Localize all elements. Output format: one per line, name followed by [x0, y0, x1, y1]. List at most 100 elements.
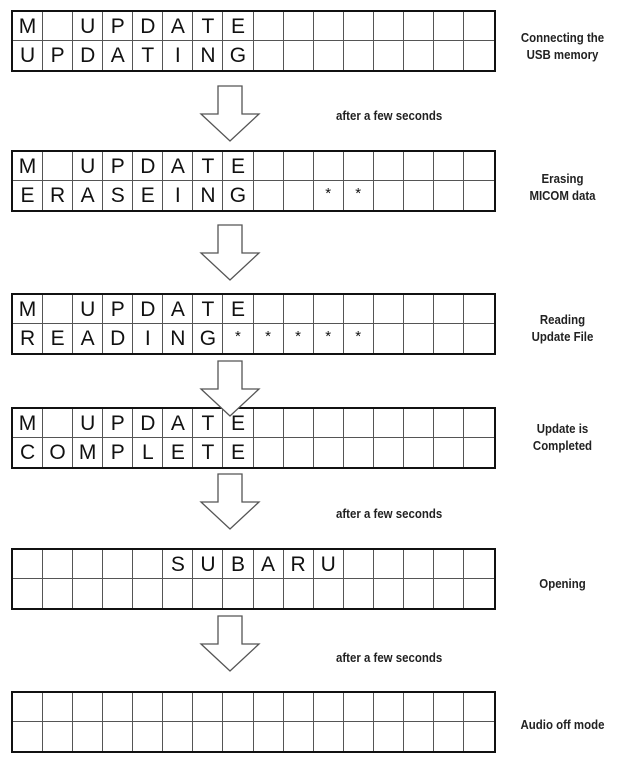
lcd-cell: [463, 12, 494, 41]
lcd-cell: A: [163, 295, 194, 324]
screen-description-line: Erasing: [541, 171, 584, 186]
lcd-cell: U: [193, 550, 224, 579]
down-arrow-icon: [199, 224, 261, 281]
lcd-cell: E: [163, 438, 194, 467]
screen-description-line: Update is: [536, 421, 589, 436]
lcd-cell: A: [163, 152, 194, 181]
lcd-cell: A: [103, 41, 134, 70]
lcd-cell: [313, 693, 344, 722]
lcd-cell: D: [73, 41, 104, 70]
lcd-cell: [373, 12, 404, 41]
lcd-cell: [73, 579, 104, 608]
lcd-cell: S: [163, 550, 194, 579]
lcd-cell: T: [193, 409, 224, 438]
lcd-cell: [283, 693, 314, 722]
down-arrow-icon: [199, 360, 261, 417]
lcd-cell: [133, 693, 164, 722]
lcd-cell: [433, 12, 464, 41]
lcd-cell: [434, 41, 464, 70]
lcd-cell: [163, 579, 194, 608]
lcd-cell: P: [103, 12, 134, 41]
lcd-cell: [223, 693, 254, 722]
lcd-cell: [43, 409, 74, 438]
lcd-cell: T: [133, 41, 164, 70]
lcd-cell: [254, 579, 284, 608]
down-arrow-icon: [199, 473, 261, 530]
lcd-cell: [374, 722, 404, 751]
lcd-cell: [313, 152, 344, 181]
lcd-cell: D: [133, 409, 164, 438]
lcd-cell: [374, 181, 404, 210]
lcd-cell: I: [133, 324, 164, 353]
lcd-cell: *: [344, 181, 374, 210]
lcd-cell: [73, 722, 104, 751]
lcd-cell: D: [133, 12, 164, 41]
lcd-cell: [314, 438, 344, 467]
lcd-cell: E: [223, 152, 254, 181]
lcd-cell: [253, 152, 284, 181]
lcd-cell: *: [314, 324, 344, 353]
lcd-cell: U: [73, 12, 104, 41]
lcd-cell: [13, 579, 44, 608]
lcd-cell: [463, 693, 494, 722]
lcd-cell: A: [163, 12, 194, 41]
lcd-cell: [43, 550, 74, 579]
lcd-cell: [283, 12, 314, 41]
lcd-cell: B: [223, 550, 254, 579]
lcd-cell: A: [163, 409, 194, 438]
lcd-cell: [463, 152, 494, 181]
lcd-cell: [433, 550, 464, 579]
lcd-cell: [223, 722, 254, 751]
lcd-cell: [403, 12, 434, 41]
lcd-cell: *: [344, 324, 374, 353]
lcd-cell: M: [13, 152, 44, 181]
lcd-cell: [43, 722, 74, 751]
lcd-cell: [314, 722, 344, 751]
lcd-cell: [343, 295, 374, 324]
lcd-cell: [133, 579, 164, 608]
lcd-cell: [373, 152, 404, 181]
lcd-cell: R: [283, 550, 314, 579]
lcd-cell: N: [193, 181, 224, 210]
lcd-cell: [404, 722, 434, 751]
transition-note: after a few seconds: [336, 506, 443, 521]
lcd-cell: [433, 409, 464, 438]
lcd-cell: U: [73, 409, 104, 438]
screen-description-line: Audio off mode: [520, 717, 605, 732]
lcd-cell: [284, 41, 314, 70]
lcd-cell: [464, 579, 494, 608]
lcd-cell: [313, 12, 344, 41]
lcd-cell: [284, 722, 314, 751]
lcd-cell: R: [43, 181, 74, 210]
lcd-cell: U: [73, 295, 104, 324]
lcd-cell: T: [193, 152, 224, 181]
lcd-cell: P: [103, 295, 134, 324]
lcd-cell: M: [13, 295, 44, 324]
lcd-cell: [403, 152, 434, 181]
lcd-cell: E: [223, 12, 254, 41]
lcd-cell: M: [13, 12, 44, 41]
lcd-cell: *: [223, 324, 254, 353]
lcd-cell: [344, 722, 374, 751]
lcd-cell: T: [193, 295, 224, 324]
lcd-cell: [283, 295, 314, 324]
lcd-cell: *: [254, 324, 284, 353]
lcd-cell: U: [313, 550, 344, 579]
lcd-cell: G: [223, 41, 254, 70]
lcd-cell: [463, 550, 494, 579]
lcd-cell: [284, 579, 314, 608]
screen-description-line: Reading: [539, 312, 586, 327]
lcd-cell: [163, 722, 194, 751]
lcd-cell: O: [43, 438, 74, 467]
lcd-cell: [103, 579, 134, 608]
lcd-cell: [463, 295, 494, 324]
lcd-cell: [343, 12, 374, 41]
screen-description-line: Opening: [539, 576, 586, 591]
lcd-cell: [223, 579, 254, 608]
lcd-cell: P: [43, 41, 74, 70]
lcd-cell: [253, 693, 284, 722]
